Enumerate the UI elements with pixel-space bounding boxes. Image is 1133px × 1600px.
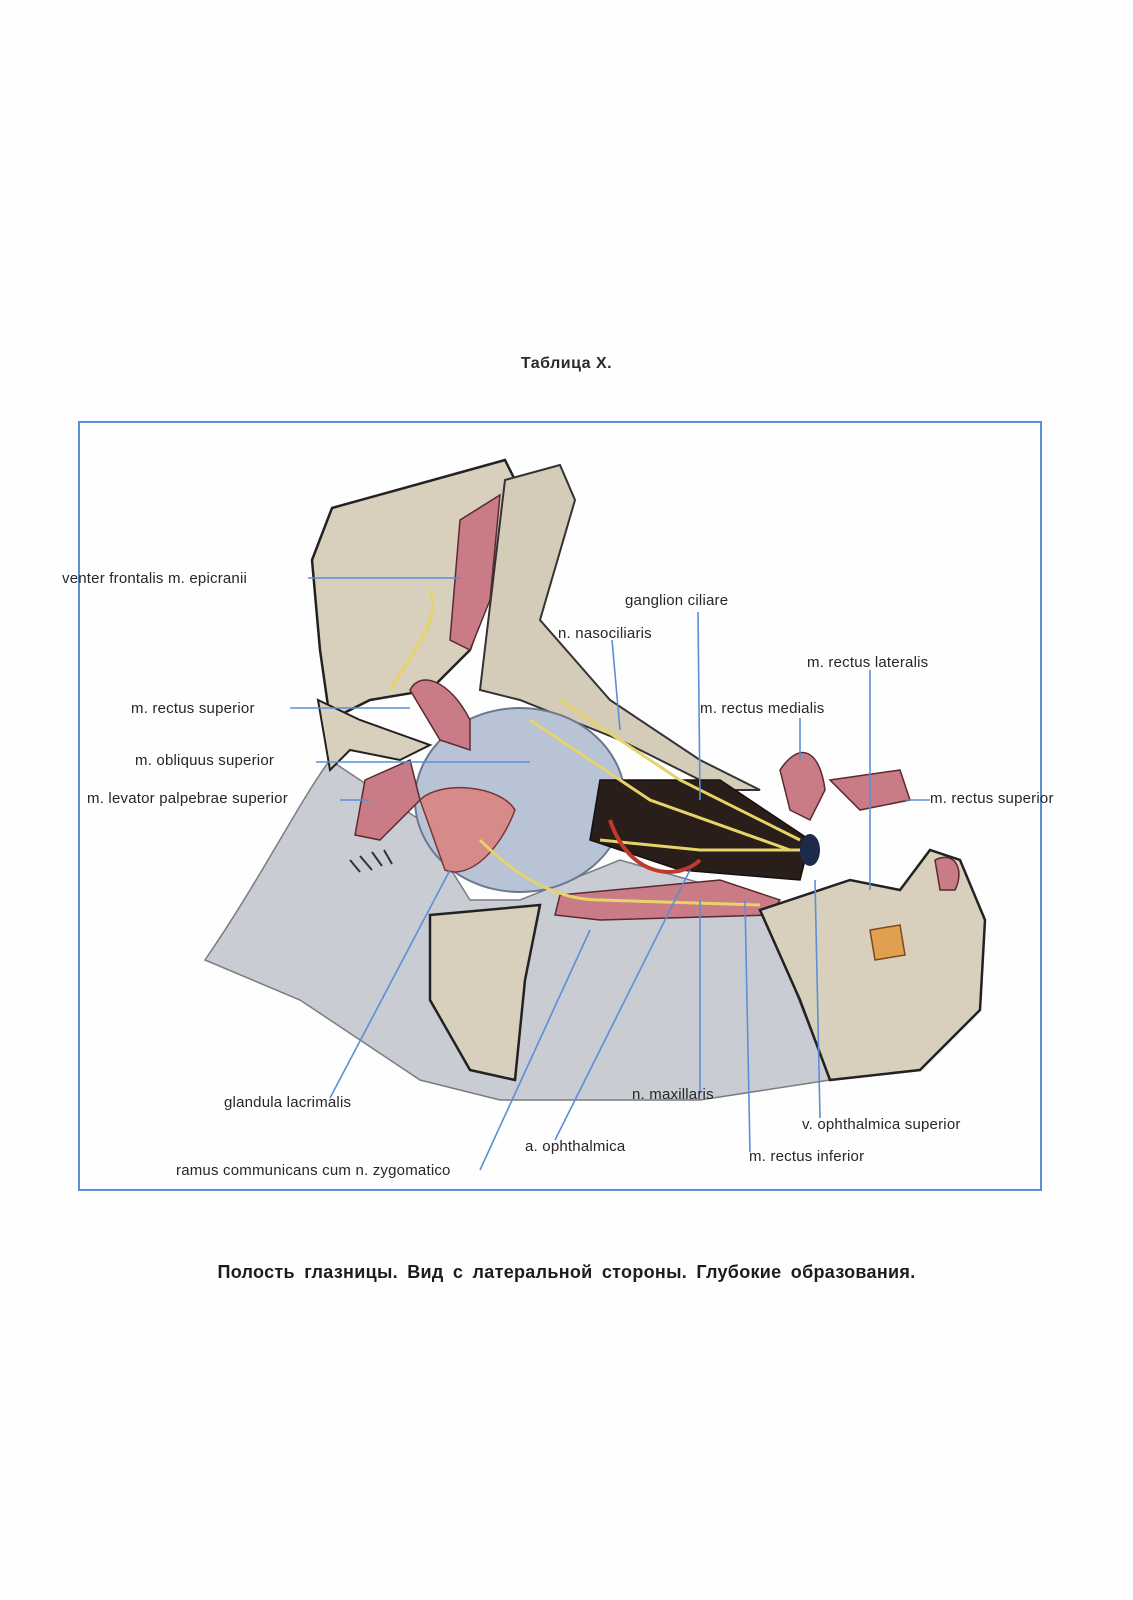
optic-foramen	[934, 856, 960, 891]
nerve-bundle-2	[529, 718, 791, 852]
orbital-roof	[478, 463, 761, 791]
label-m-rectus-medialis: m. rectus medialis	[700, 700, 825, 717]
label-m-rectus-superior-right: m. rectus superior	[930, 790, 1054, 807]
label-venter-frontalis: venter frontalis m. epicranii	[62, 570, 248, 587]
plate-number: Таблица X.	[520, 355, 613, 372]
optic-canal-muscle	[869, 924, 906, 961]
label-glandula-lacrimalis: glandula lacrimalis	[224, 1094, 352, 1111]
label-a-ophthalmica: a. ophthalmica	[525, 1138, 626, 1155]
nerve-bundle-3	[599, 838, 800, 852]
label-ramus-communicans: ramus communicans cum n. zygomatico	[176, 1162, 451, 1179]
label-m-rectus-superior-left: m. rectus superior	[131, 700, 255, 717]
ophthalmic-vein	[800, 834, 820, 866]
plate-frame	[78, 421, 1042, 1191]
label-m-rectus-inferior: m. rectus inferior	[749, 1148, 865, 1165]
nerve-frontal	[388, 589, 435, 691]
nerve-bundle-1	[559, 698, 801, 842]
ophthalmic-artery	[608, 819, 702, 874]
label-ganglion-ciliare: ganglion ciliare	[625, 592, 729, 609]
label-m-rectus-lateralis: m. rectus lateralis	[807, 654, 929, 671]
rectus-superior-front	[409, 679, 471, 752]
label-n-nasociliaris: n. nasociliaris	[558, 625, 652, 642]
nerve-lacrimal	[478, 838, 761, 907]
rectus-medialis-rear	[779, 751, 826, 822]
label-v-ophthalmica-superior: v. ophthalmica superior	[802, 1116, 961, 1133]
levator-muscle	[354, 758, 421, 841]
leader-lines	[290, 577, 930, 1171]
label-m-levator: m. levator palpebrae superior	[87, 790, 288, 807]
orbit-apex	[589, 779, 811, 881]
plate-caption: Полость глазницы. Вид с латеральной стор…	[217, 1262, 916, 1282]
frontal-sinus-muscle	[449, 493, 501, 652]
label-n-maxillaris: n. maxillaris	[632, 1086, 714, 1103]
orbital-rim-upper	[316, 698, 433, 773]
eyelashes	[349, 849, 393, 873]
zygomatic-bone	[428, 903, 542, 1082]
label-m-obliquus-superior: m. obliquus superior	[135, 752, 275, 769]
